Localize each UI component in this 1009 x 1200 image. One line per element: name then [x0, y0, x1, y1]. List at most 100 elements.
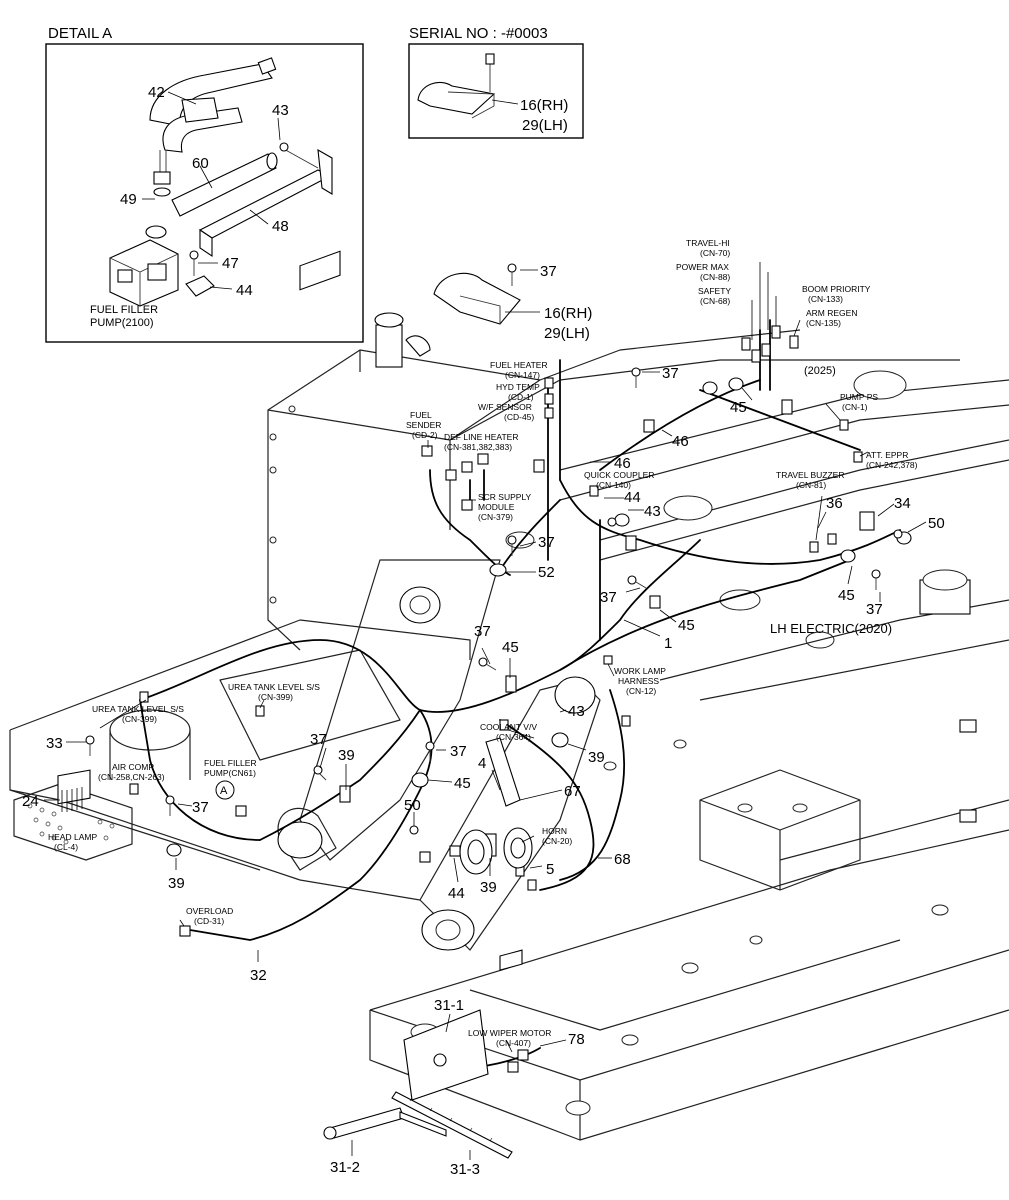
connector-shapes — [85, 263, 912, 1073]
att-eppr-code: (CN-242,378) — [866, 460, 918, 470]
urea-tank-2-label: UREA TANK LEVEL S/S — [92, 704, 184, 714]
fuel-heater-label: FUEL HEATER — [490, 360, 548, 370]
def-line-heater-label: DEF LINE HEATER — [444, 432, 518, 442]
safety-code: (CN-68) — [700, 296, 730, 306]
fuel-sender-label-1: FUEL — [410, 410, 432, 420]
part-39-lower: 39 — [480, 879, 497, 896]
urea-tank-1-code: (CN-399) — [258, 692, 293, 702]
part-1: 1 — [664, 635, 672, 652]
part-45-lower: 45 — [454, 775, 471, 792]
serial-part-16rh: 16(RH) — [520, 97, 568, 114]
air-comp-label: AIR COMP — [112, 762, 154, 772]
travel-hi-code: (CN-70) — [700, 248, 730, 258]
serial-no-frame — [408, 43, 584, 139]
detail-a-frame — [45, 43, 364, 343]
part-4: 4 — [478, 755, 486, 772]
part-45-left-mid: 45 — [502, 639, 519, 656]
fuel-sender-code: (CD-2) — [412, 430, 438, 440]
part-16rh: 16(RH) — [544, 305, 592, 322]
lh-electric-label: LH ELECTRIC(2020) — [770, 621, 892, 636]
part-37-left-mid: 37 — [474, 623, 491, 640]
wf-sensor-code: (CD-45) — [504, 412, 534, 422]
filler-pump-drawing — [109, 225, 215, 307]
part-48: 48 — [272, 218, 289, 235]
urea-tank-1-label: UREA TANK LEVEL S/S — [228, 682, 320, 692]
serial-no-title: SERIAL NO : -#0003 — [409, 25, 548, 42]
part-50-lower: 50 — [404, 797, 421, 814]
filler-hose-drawing — [171, 152, 278, 217]
fuel-filler-pump-label-1: FUEL FILLER — [90, 304, 158, 316]
detail-a-callout: A — [215, 780, 235, 800]
air-comp-code: (CN-258,CN-263) — [98, 772, 165, 782]
power-max-code: (CN-88) — [700, 272, 730, 282]
detail-a-title: DETAIL A — [48, 25, 112, 42]
hyd-temp-label: HYD TEMP — [496, 382, 540, 392]
urea-tank-2-code: (CN-399) — [122, 714, 157, 724]
part-37-right: 37 — [866, 601, 883, 618]
part-31-1: 31-1 — [434, 997, 464, 1014]
travel-buzzer-code: (CN-81) — [796, 480, 826, 490]
head-lamp-drawing — [57, 769, 91, 812]
fuel-filler-pump-cn-code: PUMP(CN61) — [204, 768, 256, 778]
part-number-callouts: 37 16(RH) 29(LH) 37 45 46 46 44 43 36 34… — [22, 263, 945, 1178]
part-31-3: 31-3 — [450, 1161, 480, 1178]
part-47: 47 — [222, 255, 239, 272]
part-43: 43 — [272, 102, 289, 119]
work-lamp-label-1: WORK LAMP — [614, 666, 666, 676]
part-37-mid-left: 37 — [600, 589, 617, 606]
work-lamp-code: (CN-12) — [626, 686, 656, 696]
hyd-temp-code: (CD-1) — [508, 392, 534, 402]
fuel-sender-label-2: SENDER — [406, 420, 441, 430]
part-45-right: 45 — [838, 587, 855, 604]
quick-coupler-label: QUICK COUPLER — [584, 470, 654, 480]
quick-coupler-code: (CN-140) — [596, 480, 631, 490]
head-lamp-code: (CL-4) — [54, 842, 78, 852]
part-36: 36 — [826, 495, 843, 512]
part-29lh: 29(LH) — [544, 325, 590, 342]
def-line-heater-code: (CN-381,382,383) — [444, 442, 512, 452]
low-wiper-motor-code: (CN-407) — [496, 1038, 531, 1048]
connector-labels: FUEL HEATER (CN-147) HYD TEMP (CD-1) W/F… — [48, 238, 918, 1048]
att-eppr-label: ATT. EPPR — [866, 450, 908, 460]
part-34: 34 — [894, 495, 911, 512]
coolant-vv-code: (CN-364) — [496, 732, 531, 742]
cover-plate-drawing — [417, 82, 496, 115]
wire-harnesses — [139, 319, 901, 1071]
fuel-tube-drawing — [149, 57, 277, 197]
part-5: 5 — [546, 861, 554, 878]
part-31-2: 31-2 — [330, 1159, 360, 1176]
detail-a-panel: DETAIL A — [45, 25, 364, 343]
part-49: 49 — [120, 191, 137, 208]
pump-ps-label: PUMP PS — [840, 392, 878, 402]
boom-priority-code: (CN-133) — [808, 294, 843, 304]
safety-label: SAFETY — [698, 286, 731, 296]
coolant-vv-label: COOLANT V/V — [480, 722, 537, 732]
part-44-lower: 44 — [448, 885, 465, 902]
part-50-right: 50 — [928, 515, 945, 532]
scr-supply-label-1: SCR SUPPLY — [478, 492, 532, 502]
part-60: 60 — [192, 155, 209, 172]
head-lamp-label: HEAD LAMP — [48, 832, 97, 842]
main-leader-lines — [44, 262, 927, 1160]
work-lamp-label-2: HARNESS — [618, 676, 659, 686]
fuel-filler-pump-cn-label: FUEL FILLER — [204, 758, 257, 768]
travel-buzzer-label: TRAVEL BUZZER — [776, 470, 844, 480]
overload-code: (CD-31) — [194, 916, 224, 926]
part-68: 68 — [614, 851, 631, 868]
part-37-far-left: 37 — [192, 799, 209, 816]
travel-hi-label: TRAVEL-HI — [686, 238, 730, 248]
horn-drawing — [459, 737, 533, 875]
ref-2025-label: (2025) — [804, 365, 836, 377]
arm-regen-code: (CN-135) — [806, 318, 841, 328]
part-24: 24 — [22, 793, 39, 810]
part-43-lower: 43 — [568, 703, 585, 720]
horn-code: (CN-20) — [542, 836, 572, 846]
part-39-center: 39 — [588, 749, 605, 766]
pump-ps-code: (CN-1) — [842, 402, 868, 412]
part-37-left: 37 — [310, 731, 327, 748]
part-39-far-left: 39 — [168, 875, 185, 892]
part-37-upper: 37 — [662, 365, 679, 382]
part-37-center: 37 — [538, 534, 555, 551]
horn-label: HORN — [542, 826, 567, 836]
